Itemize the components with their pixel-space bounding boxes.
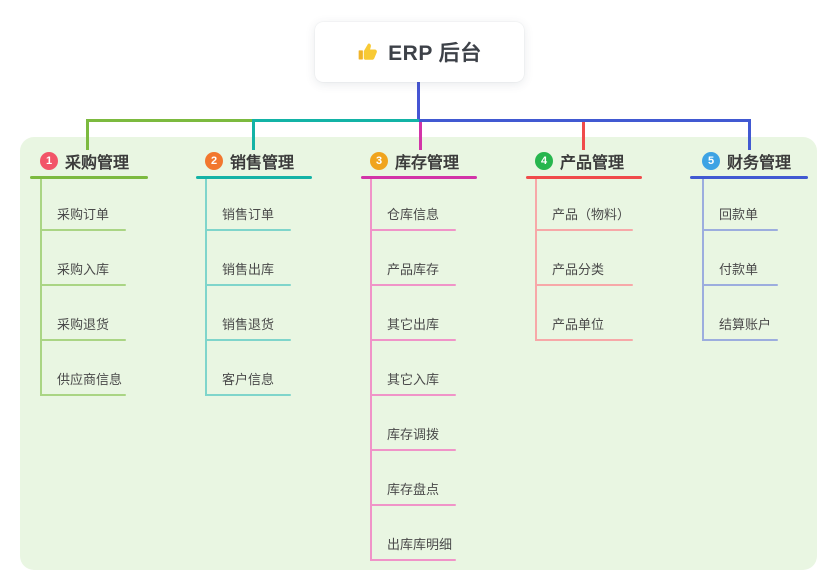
leaf-underline-branch3-item4 (370, 394, 456, 396)
leaf-node-branch3-item6[interactable]: 库存盘点 (387, 482, 440, 497)
leaf-node-branch1-item2[interactable]: 采购入库 (57, 262, 110, 277)
leaf-underline-branch5-item1 (702, 229, 778, 231)
branch-2-number-badge: 2 (205, 152, 223, 170)
branch-node-3[interactable]: 3 库存管理 (370, 150, 459, 172)
branch-5-label: 财务管理 (727, 155, 792, 172)
leaf-underline-branch1-item1 (40, 229, 126, 231)
leaf-underline-branch1-item4 (40, 394, 126, 396)
leaf-node-branch4-item1[interactable]: 产品（物料） (552, 207, 631, 222)
branch-1-spine (40, 179, 42, 396)
leaf-underline-branch3-item6 (370, 504, 456, 506)
leaf-underline-branch4-item2 (535, 284, 633, 286)
leaf-underline-branch4-item1 (535, 229, 633, 231)
leaf-node-branch4-item2[interactable]: 产品分类 (552, 262, 605, 277)
branch-3-number-badge: 3 (370, 152, 388, 170)
leaf-node-branch3-item3[interactable]: 其它出库 (387, 317, 440, 332)
leaf-underline-branch1-item2 (40, 284, 126, 286)
leaf-node-branch2-item1[interactable]: 销售订单 (222, 207, 275, 222)
leaf-underline-branch2-item4 (205, 394, 291, 396)
leaf-underline-branch1-item3 (40, 339, 126, 341)
branch-2-spine (205, 179, 207, 396)
branch-4-drop-connector (582, 119, 585, 150)
leaf-underline-branch5-item3 (702, 339, 778, 341)
leaf-underline-branch3-item7 (370, 559, 456, 561)
leaf-node-branch2-item3[interactable]: 销售退货 (222, 317, 275, 332)
branch-node-2[interactable]: 2 销售管理 (205, 150, 294, 172)
root-trunk-connector (417, 82, 420, 122)
leaf-node-branch4-item3[interactable]: 产品单位 (552, 317, 605, 332)
branch-node-1[interactable]: 1 采购管理 (40, 150, 129, 172)
leaf-node-branch2-item2[interactable]: 销售出库 (222, 262, 275, 277)
leaf-node-branch5-item3[interactable]: 结算账户 (719, 317, 772, 332)
branches-background-panel (20, 137, 817, 570)
branch-5-spine (702, 179, 704, 341)
leaf-node-branch3-item4[interactable]: 其它入库 (387, 372, 440, 387)
branch-2-underline (196, 176, 312, 179)
branch-2-label: 销售管理 (230, 155, 295, 172)
leaf-node-branch3-item2[interactable]: 产品库存 (387, 262, 440, 277)
branch-4-underline (526, 176, 642, 179)
leaf-node-branch3-item5[interactable]: 库存调拨 (387, 427, 440, 442)
thumbs-up-icon (357, 41, 379, 63)
leaf-node-branch5-item2[interactable]: 付款单 (719, 262, 759, 277)
leaf-node-branch3-item7[interactable]: 出库库明细 (387, 537, 453, 552)
branch-5-drop-connector (748, 119, 751, 150)
leaf-underline-branch3-item3 (370, 339, 456, 341)
leaf-underline-branch4-item3 (535, 339, 633, 341)
branch-node-5[interactable]: 5 财务管理 (702, 150, 791, 172)
root-node-erp-backend[interactable]: ERP 后台 (315, 22, 524, 82)
leaf-node-branch3-item1[interactable]: 仓库信息 (387, 207, 440, 222)
branch-2-horizontal-connector (252, 119, 422, 122)
root-node-title: ERP 后台 (388, 42, 482, 65)
leaf-underline-branch3-item5 (370, 449, 456, 451)
branch-5-number-badge: 5 (702, 152, 720, 170)
branch-4-label: 产品管理 (560, 155, 625, 172)
leaf-node-branch1-item1[interactable]: 采购订单 (57, 207, 110, 222)
leaf-underline-branch2-item2 (205, 284, 291, 286)
leaf-underline-branch2-item3 (205, 339, 291, 341)
branch-3-drop-connector (419, 119, 422, 150)
leaf-node-branch1-item3[interactable]: 采购退货 (57, 317, 110, 332)
leaf-underline-branch5-item2 (702, 284, 778, 286)
leaf-underline-branch2-item1 (205, 229, 291, 231)
branch-2-drop-connector (252, 119, 255, 150)
branch-1-drop-connector (86, 119, 89, 150)
leaf-node-branch1-item4[interactable]: 供应商信息 (57, 372, 123, 387)
branch-5-underline (690, 176, 808, 179)
branch-4-number-badge: 4 (535, 152, 553, 170)
branch-node-4[interactable]: 4 产品管理 (535, 150, 624, 172)
branch-3-underline (361, 176, 477, 179)
branch-5-horizontal-connector (419, 119, 751, 122)
leaf-underline-branch3-item1 (370, 229, 456, 231)
branch-3-label: 库存管理 (395, 155, 460, 172)
branch-1-underline (30, 176, 148, 179)
leaf-underline-branch3-item2 (370, 284, 456, 286)
leaf-node-branch5-item1[interactable]: 回款单 (719, 207, 759, 222)
branch-4-spine (535, 179, 537, 341)
leaf-node-branch2-item4[interactable]: 客户信息 (222, 372, 275, 387)
branch-1-label: 采购管理 (65, 155, 130, 172)
branch-3-spine (370, 179, 372, 561)
branch-1-number-badge: 1 (40, 152, 58, 170)
